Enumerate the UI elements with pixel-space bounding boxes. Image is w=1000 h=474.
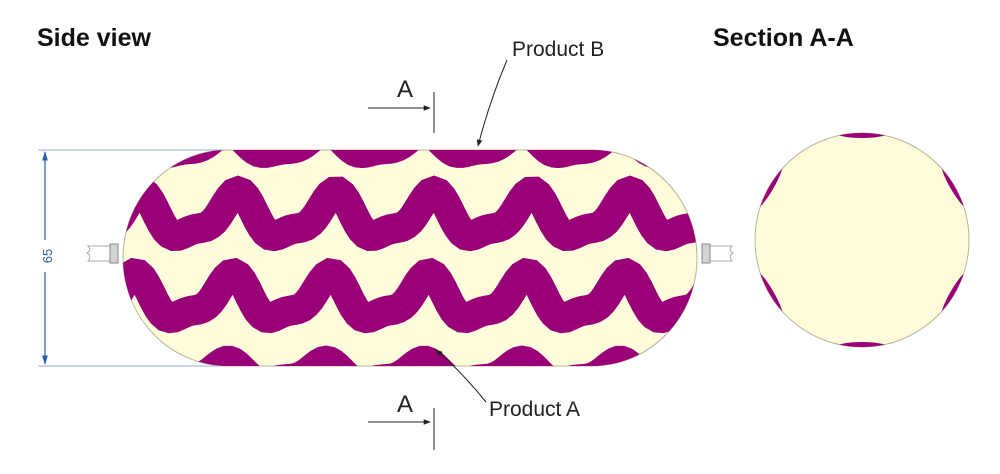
section-mark-bottom: A [397,391,414,418]
product-b-stripe [123,175,697,252]
section-marker-bottom [368,408,435,450]
section-mark-top: A [397,76,414,103]
section-title: Section A-A [713,24,854,52]
product-b-stripes [123,150,697,366]
dimension-lines [38,149,240,367]
left-clip-icon [86,243,119,264]
section-circle [754,132,970,348]
product-a-label: Product A [489,398,581,421]
right-clip-icon [701,243,734,264]
product-b-leader [476,59,508,147]
section-marker-top [368,92,435,133]
side-view-title: Side view [37,24,151,52]
dimension-value: 65 [40,249,55,263]
product-b-label: Product B [512,38,605,61]
product-a-body [122,149,698,367]
product-b-stripe [123,150,697,169]
product-b-stripe [123,345,697,366]
product-a-leader [435,349,487,403]
product-b-stripe [123,257,697,334]
